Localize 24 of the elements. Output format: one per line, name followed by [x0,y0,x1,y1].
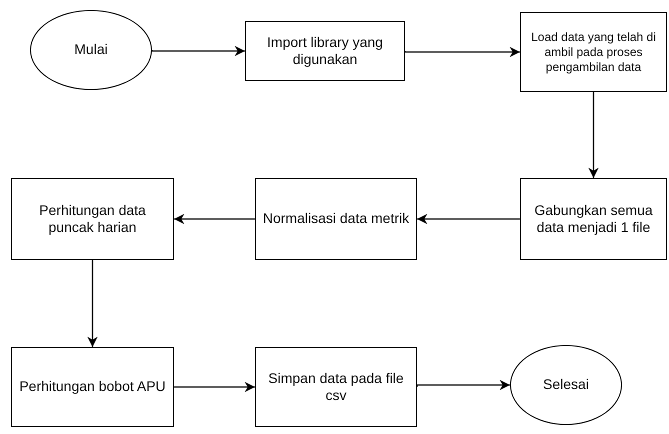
arrow [588,92,599,178]
process-box [11,178,174,260]
arrow [151,46,245,56]
node-label: Load data yang telah di ambil pada proses pengambilan data [530,30,657,74]
node-label: Simpan data pada file csv [267,370,405,404]
node-label: Selesai [543,376,589,394]
process-box [255,347,417,427]
arrow [416,380,510,390]
process-box [245,21,405,81]
arrow [404,46,520,58]
node-label: Perhitungan data puncak harian [38,202,147,236]
node-label: Normalisasi data metrik [262,210,410,228]
node-label: Perhitungan bobot APU [19,378,166,396]
process-box [520,178,667,260]
arrow [174,214,255,224]
process-box [520,12,667,92]
node-label: Mulai [74,41,108,59]
node-label: Import library yang digunakan [266,34,384,68]
arrow [417,214,520,224]
node-label: Gabungkan semua data menjadi 1 file [533,202,654,236]
arrow [174,382,255,392]
arrow [87,260,98,347]
process-box [255,178,417,260]
process-box [11,347,174,427]
